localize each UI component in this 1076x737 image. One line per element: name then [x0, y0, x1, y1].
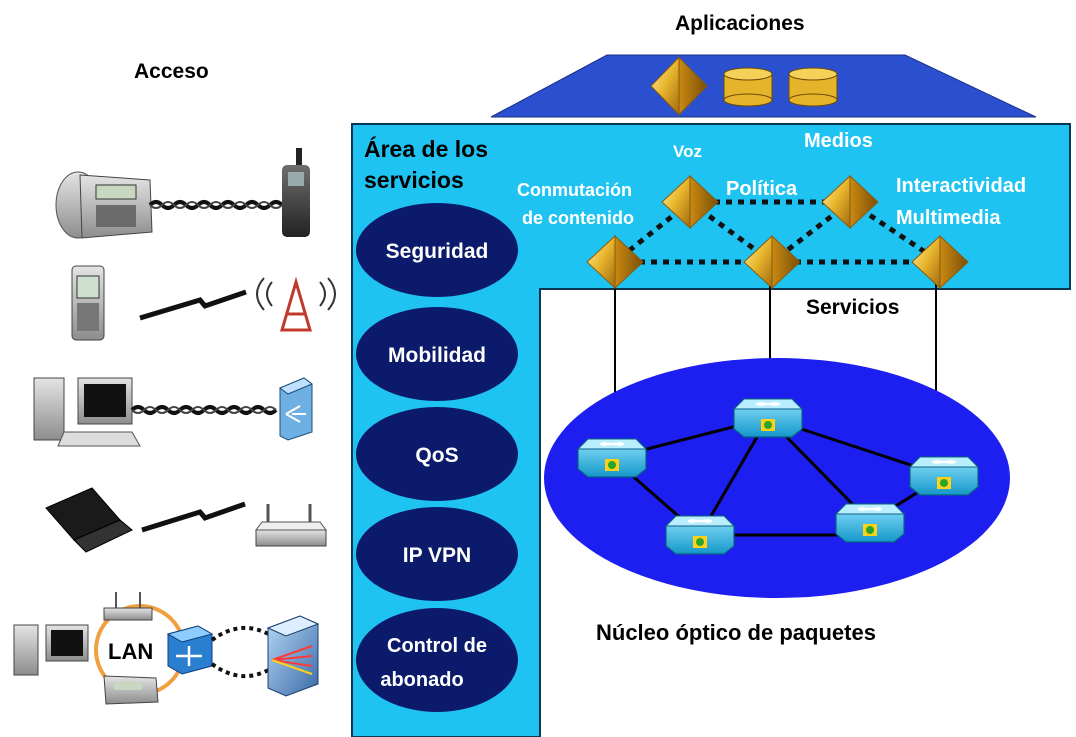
database-icon [723, 67, 773, 107]
pc-icon [13, 624, 89, 676]
services-area-title-line2: servicios [364, 167, 464, 193]
service-oval-label: Mobilidad [388, 344, 486, 367]
access-switch-icon [279, 377, 313, 441]
service-oval-ipvpn [356, 507, 518, 601]
ip-phone-icon [103, 675, 159, 705]
label-conmutacion-line2: de contenido [522, 208, 634, 228]
wireless-router-icon [255, 504, 327, 547]
database-icon [788, 67, 838, 107]
core-router-icon [577, 438, 647, 478]
core-router-icon [835, 503, 905, 543]
lan-switch-icon [166, 625, 214, 675]
lan-label: LAN [108, 639, 153, 664]
services-area-title-line1: Área de los [364, 135, 488, 162]
ip-phone-icon [55, 171, 153, 239]
services-area-panel [351, 123, 1071, 737]
access-row-laptop [45, 487, 327, 553]
access-row-pc [33, 377, 313, 447]
core-router-icon [909, 456, 979, 496]
label-politica: Política [726, 178, 798, 200]
service-oval-subscriber [356, 608, 518, 712]
core-router-icon [665, 515, 735, 555]
service-oval-label: Control de [387, 635, 487, 657]
service-oval-mobility [356, 307, 518, 401]
service-oval-label: QoS [415, 444, 458, 467]
applications-layer [490, 54, 1037, 118]
access-row-wireless [71, 265, 336, 341]
label-voz: Voz [673, 142, 702, 161]
mobile-phone-icon [71, 265, 105, 341]
service-oval-label: abonado [380, 669, 463, 691]
wireless-router-icon [103, 592, 153, 621]
applications-title: Aplicaciones [675, 12, 805, 35]
access-row-lan: LAN [13, 592, 320, 705]
label-conmutacion-line1: Conmutación [517, 180, 632, 200]
service-oval-security [356, 203, 518, 297]
service-oval-label: Seguridad [386, 240, 489, 263]
label-medios: Medios [804, 130, 873, 152]
core-title: Núcleo óptico de paquetes [596, 620, 876, 645]
service-oval-label: IP VPN [403, 544, 471, 567]
pc-icon [33, 377, 141, 447]
service-oval-qos [356, 407, 518, 501]
optical-device-icon [266, 615, 320, 697]
access-row-phone [55, 148, 310, 239]
service-ovals [356, 203, 518, 712]
cordless-phone-icon [282, 148, 310, 237]
services-title: Servicios [806, 296, 899, 319]
access-title: Acceso [134, 60, 209, 83]
core-router-icon [733, 398, 803, 438]
radio-tower-icon [256, 276, 336, 332]
label-interactividad: Interactividad [896, 175, 1026, 197]
label-multimedia: Multimedia [896, 207, 1001, 229]
laptop-icon [45, 487, 133, 553]
